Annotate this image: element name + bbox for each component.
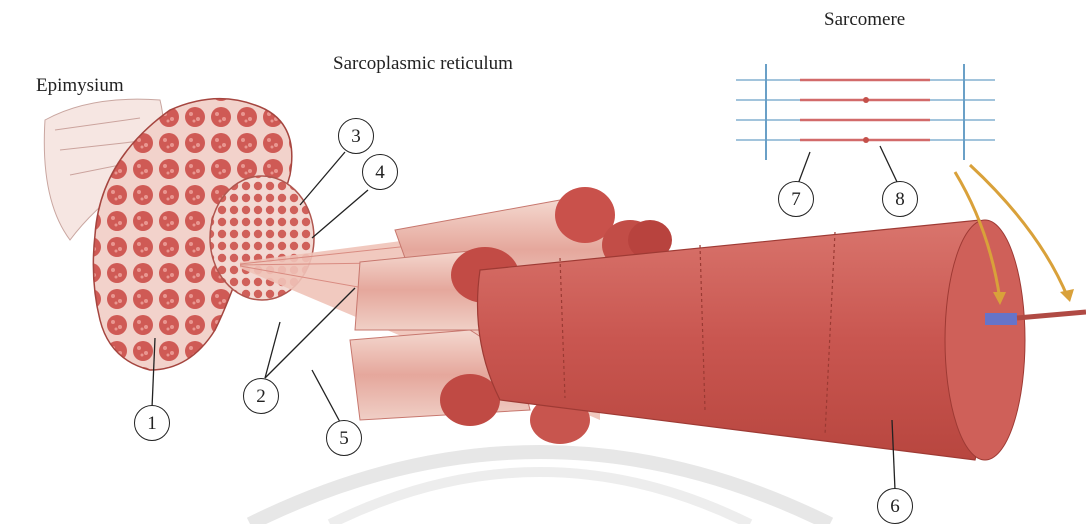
leader-5: [312, 370, 340, 422]
label-sarcoplasmic-reticulum: Sarcoplasmic reticulum: [333, 53, 513, 75]
leader-2b: [265, 288, 355, 378]
callout-1: 1: [134, 405, 170, 441]
myofibril: [985, 313, 1017, 325]
sarcomere-schematic: [736, 64, 995, 160]
label-epimysium: Epimysium: [36, 75, 124, 97]
callout-5: 5: [326, 420, 362, 456]
label-sarcomere: Sarcomere: [824, 9, 905, 31]
leader-3: [300, 152, 345, 205]
callout-2: 2: [243, 378, 279, 414]
callout-4: 4: [362, 154, 398, 190]
leader-7: [798, 152, 810, 184]
callout-7: 7: [778, 181, 814, 217]
callout-6: 6: [877, 488, 913, 524]
leader-8: [880, 146, 898, 184]
leader-4: [312, 190, 368, 238]
fiber-end: [945, 220, 1025, 460]
callout-8: 8: [882, 181, 918, 217]
callout-3: 3: [338, 118, 374, 154]
